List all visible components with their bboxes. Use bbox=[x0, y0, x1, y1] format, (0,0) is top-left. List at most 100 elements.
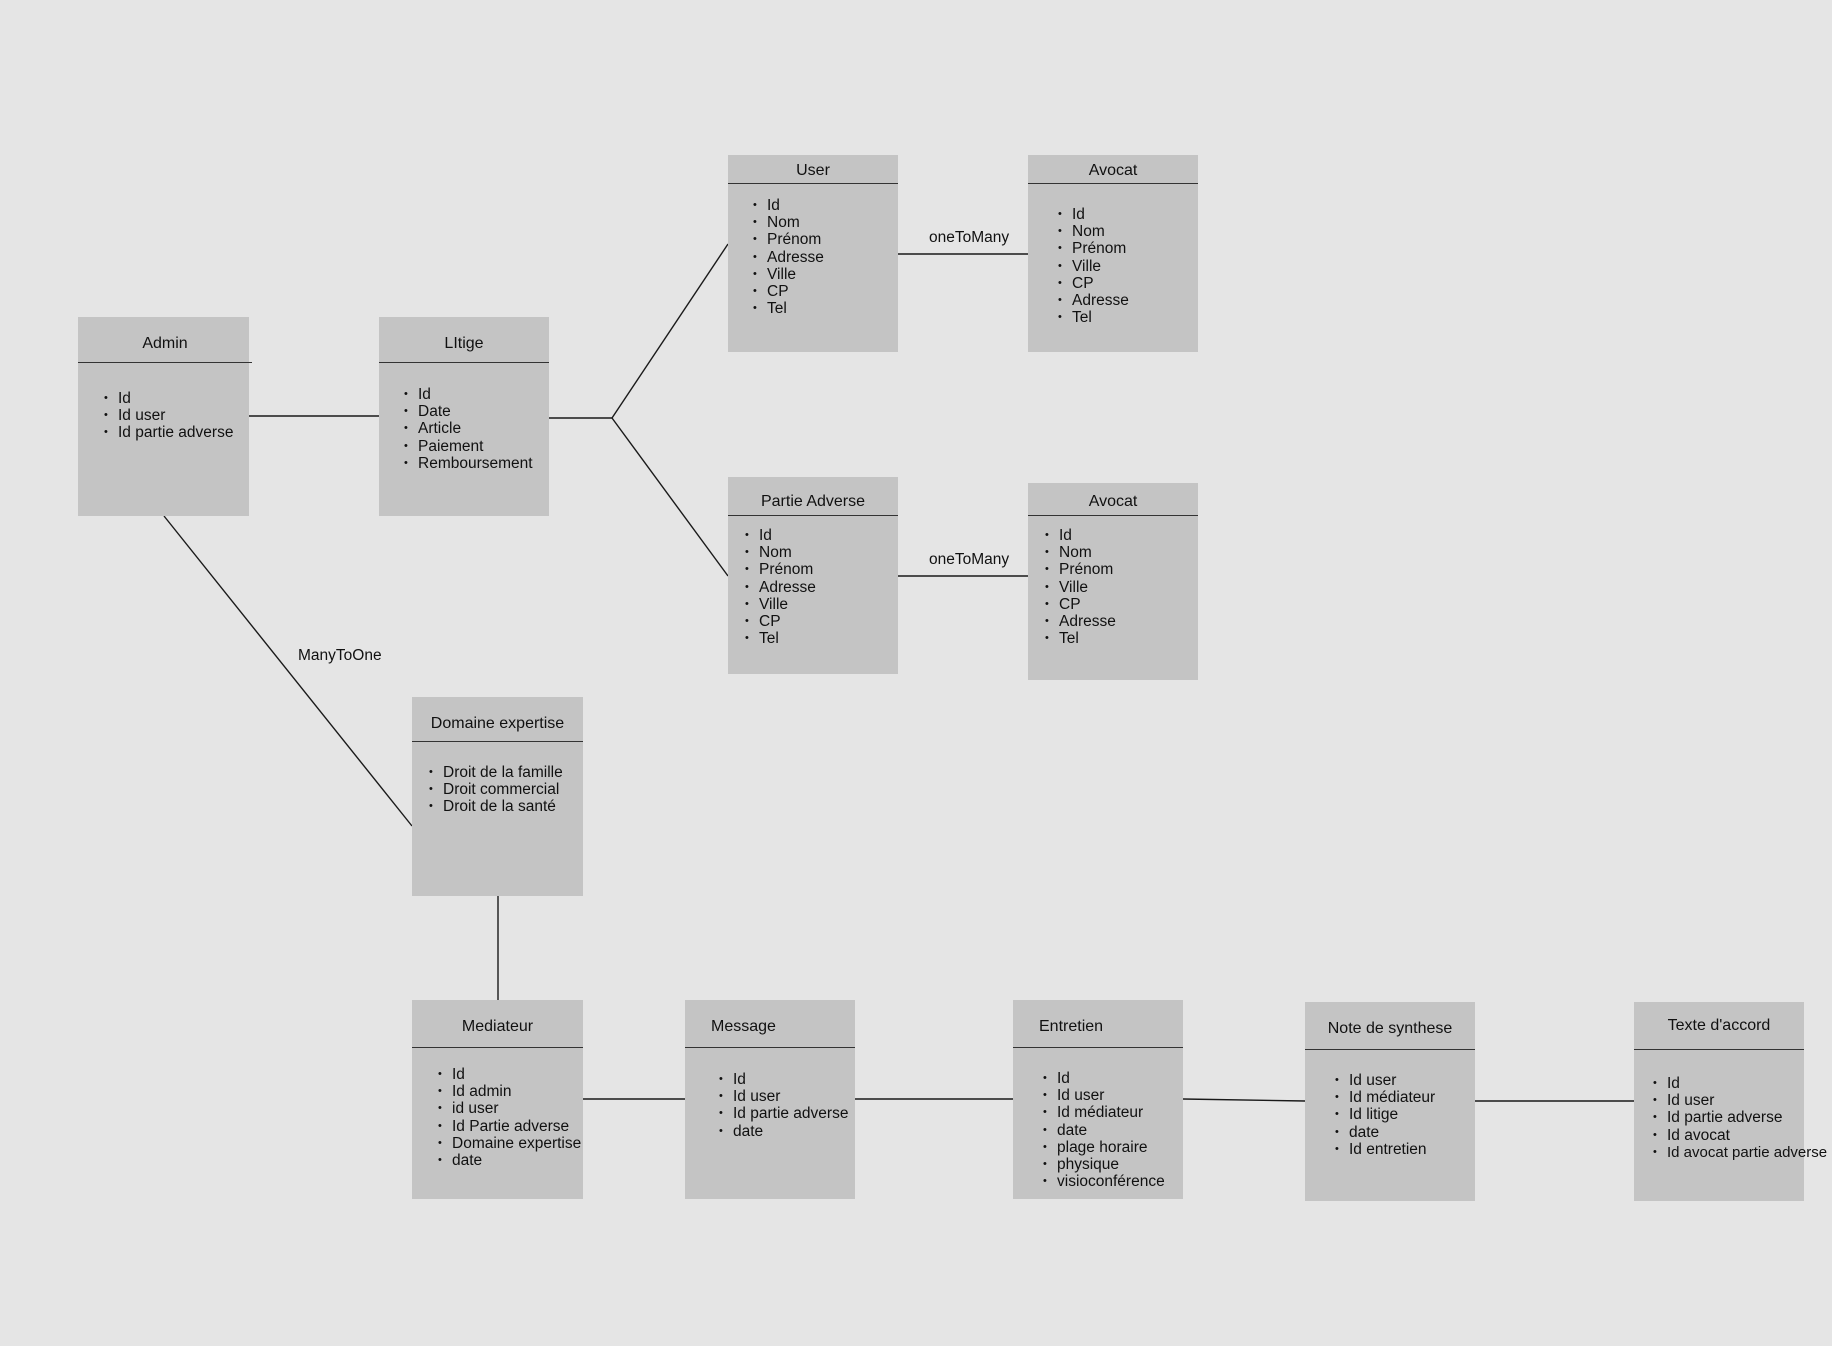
entity-litige-fields: Id Date Article Paiement Remboursement bbox=[404, 386, 533, 472]
entity-note-de-synthese[interactable]: Note de synthese Id user Id médiateur Id… bbox=[1305, 1002, 1475, 1201]
connector-entretien-note bbox=[1182, 1098, 1306, 1102]
field: Id médiateur bbox=[1335, 1089, 1435, 1106]
field: Id bbox=[753, 197, 824, 214]
connector-junction-partie-adverse bbox=[611, 417, 729, 577]
field: Droit commercial bbox=[429, 781, 563, 798]
field: date bbox=[1043, 1122, 1165, 1139]
entity-note-de-synthese-title: Note de synthese bbox=[1305, 1002, 1475, 1050]
field: Id bbox=[745, 527, 816, 544]
entity-avocat-partie-adverse-fields: Id Nom Prénom Ville CP Adresse Tel bbox=[1045, 527, 1116, 648]
field: CP bbox=[753, 283, 824, 300]
entity-mediateur-fields: Id Id admin id user Id Partie adverse Do… bbox=[438, 1066, 581, 1169]
connector-admin-domaine bbox=[163, 515, 413, 827]
entity-entretien[interactable]: Entretien Id Id user Id médiateur date p… bbox=[1013, 1000, 1183, 1199]
field: CP bbox=[1058, 275, 1129, 292]
entity-domaine-expertise-title: Domaine expertise bbox=[412, 697, 583, 742]
entity-message-title: Message bbox=[685, 1000, 855, 1048]
field: Tel bbox=[745, 630, 816, 647]
entity-avocat-user[interactable]: Avocat Id Nom Prénom Ville CP Adresse Te… bbox=[1028, 155, 1198, 352]
field: Id avocat bbox=[1653, 1127, 1827, 1144]
field: physique bbox=[1043, 1156, 1165, 1173]
entity-message-fields: Id Id user Id partie adverse date bbox=[719, 1071, 848, 1140]
field: Id user bbox=[104, 407, 233, 424]
field: Ville bbox=[1045, 579, 1116, 596]
entity-texte-accord-title: Texte d'accord bbox=[1634, 1002, 1804, 1050]
field: Prénom bbox=[753, 231, 824, 248]
field: Id partie adverse bbox=[1653, 1109, 1827, 1126]
field: Id bbox=[104, 390, 233, 407]
field: Tel bbox=[753, 300, 824, 317]
field: Id bbox=[438, 1066, 581, 1083]
field: Remboursement bbox=[404, 455, 533, 472]
entity-user-title: User bbox=[728, 155, 898, 184]
entity-litige-title: LItige bbox=[379, 317, 549, 363]
field: Id bbox=[404, 386, 533, 403]
field: Tel bbox=[1058, 309, 1129, 326]
entity-avocat-partie-adverse-title: Avocat bbox=[1028, 483, 1198, 516]
entity-domaine-expertise-fields: Droit de la famille Droit commercial Dro… bbox=[429, 764, 563, 816]
field: Id user bbox=[719, 1088, 848, 1105]
entity-avocat-user-title: Avocat bbox=[1028, 155, 1198, 184]
field: Id bbox=[1043, 1070, 1165, 1087]
field: id user bbox=[438, 1100, 581, 1117]
field: date bbox=[1335, 1124, 1435, 1141]
field: Prénom bbox=[1058, 240, 1129, 257]
entity-partie-adverse-fields: Id Nom Prénom Adresse Ville CP Tel bbox=[745, 527, 816, 648]
entity-user-fields: Id Nom Prénom Adresse Ville CP Tel bbox=[753, 197, 824, 318]
entity-entretien-fields: Id Id user Id médiateur date plage horai… bbox=[1043, 1070, 1165, 1191]
field: Nom bbox=[753, 214, 824, 231]
field: CP bbox=[745, 613, 816, 630]
entity-message[interactable]: Message Id Id user Id partie adverse dat… bbox=[685, 1000, 855, 1199]
field: Id user bbox=[1653, 1092, 1827, 1109]
field: Id partie adverse bbox=[719, 1105, 848, 1122]
field: Id user bbox=[1043, 1087, 1165, 1104]
entity-texte-accord-fields: Id Id user Id partie adverse Id avocat I… bbox=[1653, 1075, 1827, 1161]
field: Droit de la santé bbox=[429, 798, 563, 815]
field: date bbox=[719, 1123, 848, 1140]
field: Adresse bbox=[1058, 292, 1129, 309]
entity-entretien-title: Entretien bbox=[1013, 1000, 1183, 1048]
field: Adresse bbox=[745, 579, 816, 596]
field: Prénom bbox=[1045, 561, 1116, 578]
field: Ville bbox=[1058, 258, 1129, 275]
field: Tel bbox=[1045, 630, 1116, 647]
field: Domaine expertise bbox=[438, 1135, 581, 1152]
field: plage horaire bbox=[1043, 1139, 1165, 1156]
entity-partie-adverse[interactable]: Partie Adverse Id Nom Prénom Adresse Vil… bbox=[728, 477, 898, 674]
field: Nom bbox=[1045, 544, 1116, 561]
entity-texte-accord[interactable]: Texte d'accord Id Id user Id partie adve… bbox=[1634, 1002, 1827, 1201]
entity-domaine-expertise[interactable]: Domaine expertise Droit de la famille Dr… bbox=[412, 697, 583, 896]
field: Id partie adverse bbox=[104, 424, 233, 441]
entity-partie-adverse-title: Partie Adverse bbox=[728, 477, 898, 516]
field: Id avocat partie adverse bbox=[1653, 1144, 1827, 1161]
field: Id bbox=[719, 1071, 848, 1088]
field: Adresse bbox=[753, 249, 824, 266]
entity-admin[interactable]: Admin Id Id user Id partie adverse bbox=[78, 317, 252, 516]
field: Id admin bbox=[438, 1083, 581, 1100]
field: Id bbox=[1058, 206, 1129, 223]
field: Prénom bbox=[745, 561, 816, 578]
field: CP bbox=[1045, 596, 1116, 613]
field: visioconférence bbox=[1043, 1173, 1165, 1190]
relation-label-admin-domaine: ManyToOne bbox=[298, 647, 382, 664]
field: Id entretien bbox=[1335, 1141, 1435, 1158]
field: date bbox=[438, 1152, 581, 1169]
field: Date bbox=[404, 403, 533, 420]
field: Nom bbox=[1058, 223, 1129, 240]
entity-litige[interactable]: LItige Id Date Article Paiement Rembours… bbox=[379, 317, 549, 516]
entity-note-de-synthese-fields: Id user Id médiateur Id litige date Id e… bbox=[1335, 1072, 1435, 1158]
field: Article bbox=[404, 420, 533, 437]
field: Id user bbox=[1335, 1072, 1435, 1089]
field: Adresse bbox=[1045, 613, 1116, 630]
field: Ville bbox=[753, 266, 824, 283]
field: Id bbox=[1045, 527, 1116, 544]
entity-user[interactable]: User Id Nom Prénom Adresse Ville CP Tel bbox=[728, 155, 898, 352]
entity-avocat-user-fields: Id Nom Prénom Ville CP Adresse Tel bbox=[1058, 206, 1129, 327]
entity-avocat-partie-adverse[interactable]: Avocat Id Nom Prénom Ville CP Adresse Te… bbox=[1028, 483, 1198, 680]
entity-mediateur[interactable]: Mediateur Id Id admin id user Id Partie … bbox=[412, 1000, 583, 1199]
field: Paiement bbox=[404, 438, 533, 455]
entity-mediateur-title: Mediateur bbox=[412, 1000, 583, 1048]
field: Ville bbox=[745, 596, 816, 613]
entity-admin-title: Admin bbox=[78, 317, 252, 363]
